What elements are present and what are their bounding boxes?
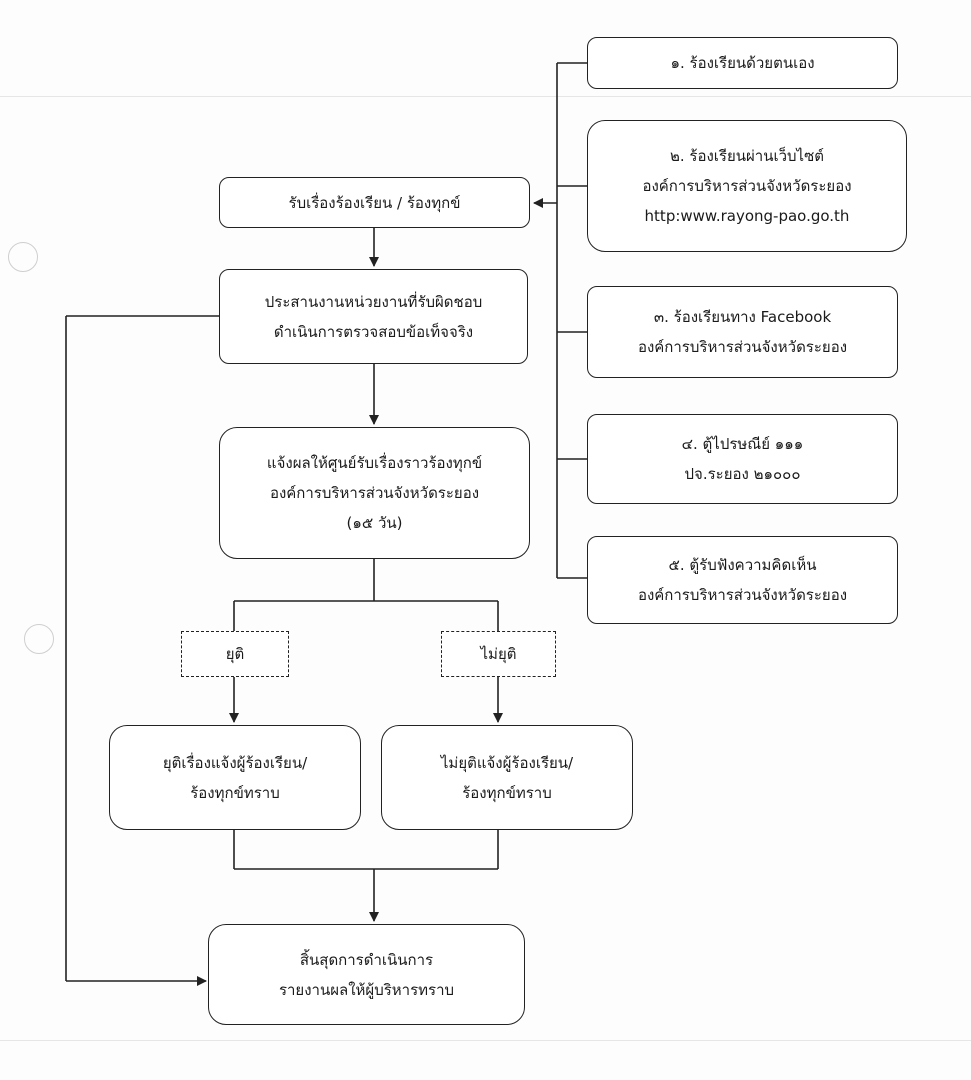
page-fold-line (0, 1040, 971, 1041)
notify-line-3: (๑๕ วัน) (346, 514, 403, 532)
result-end-line-1: ยุติเรื่องแจ้งผู้ร้องเรียน/ (162, 753, 308, 772)
final-line-2: รายงานผลให้ผู้บริหารทราบ (278, 980, 455, 999)
source-2-line-1: ๒. ร้องเรียนผ่านเว็บไซต์ (669, 147, 825, 165)
decision-continue-text: ไม่ยุติ (480, 645, 517, 663)
source-2-line-3: http:www.rayong-pao.go.th (644, 207, 850, 225)
page-fold-line (0, 96, 971, 97)
source-5-line-1: ๕. ตู้รับฟังความคิดเห็น (668, 556, 817, 574)
final-line-1: สิ้นสุดการดำเนินการ (299, 950, 434, 969)
decision-end-label: ยุติ (181, 631, 289, 677)
punch-hole (8, 242, 38, 272)
source-3-line-1: ๓. ร้องเรียนทาง Facebook (653, 308, 832, 326)
decision-continue-label: ไม่ยุติ (441, 631, 556, 677)
final-report-box: สิ้นสุดการดำเนินการ รายงานผลให้ผู้บริหาร… (208, 924, 525, 1025)
result-end-box: ยุติเรื่องแจ้งผู้ร้องเรียน/ ร้องทุกข์ทรา… (109, 725, 361, 830)
coordinate-box: ประสานงานหน่วยงานที่รับผิดชอบ ดำเนินการต… (219, 269, 528, 364)
source-box-1: ๑. ร้องเรียนด้วยตนเอง (587, 37, 898, 89)
source-4-line-1: ๔. ตู้ไปรษณีย์ ๑๑๑ (681, 435, 804, 453)
notify-line-2: องค์การบริหารส่วนจังหวัดระยอง (269, 484, 480, 502)
result-continue-line-1: ไม่ยุติแจ้งผู้ร้องเรียน/ (440, 753, 574, 772)
source-box-3: ๓. ร้องเรียนทาง Facebook องค์การบริหารส่… (587, 286, 898, 378)
decision-end-text: ยุติ (225, 645, 245, 663)
source-4-line-2: ปจ.ระยอง ๒๑๐๐๐ (684, 465, 801, 483)
result-continue-box: ไม่ยุติแจ้งผู้ร้องเรียน/ ร้องทุกข์ทราบ (381, 725, 633, 830)
source-box-5: ๕. ตู้รับฟังความคิดเห็น องค์การบริหารส่ว… (587, 536, 898, 624)
source-2-line-2: องค์การบริหารส่วนจังหวัดระยอง (642, 177, 852, 195)
coordinate-line-1: ประสานงานหน่วยงานที่รับผิดชอบ (264, 292, 483, 311)
source-3-line-2: องค์การบริหารส่วนจังหวัดระยอง (637, 338, 848, 356)
source-5-line-2: องค์การบริหารส่วนจังหวัดระยอง (637, 586, 848, 604)
source-box-4: ๔. ตู้ไปรษณีย์ ๑๑๑ ปจ.ระยอง ๒๑๐๐๐ (587, 414, 898, 504)
source-box-2: ๒. ร้องเรียนผ่านเว็บไซต์ องค์การบริหารส่… (587, 120, 907, 252)
notify-result-box: แจ้งผลให้ศูนย์รับเรื่องราวร้องทุกข์ องค์… (219, 427, 530, 559)
punch-hole (24, 624, 54, 654)
result-continue-line-2: ร้องทุกข์ทราบ (462, 783, 552, 802)
result-end-line-2: ร้องทุกข์ทราบ (190, 783, 280, 802)
receive-complaint-text: รับเรื่องร้องเรียน / ร้องทุกข์ (288, 193, 461, 212)
source-1-line-1: ๑. ร้องเรียนด้วยตนเอง (670, 54, 815, 72)
notify-line-1: แจ้งผลให้ศูนย์รับเรื่องราวร้องทุกข์ (266, 454, 483, 472)
receive-complaint-box: รับเรื่องร้องเรียน / ร้องทุกข์ (219, 177, 530, 228)
coordinate-line-2: ดำเนินการตรวจสอบข้อเท็จจริง (273, 322, 474, 341)
